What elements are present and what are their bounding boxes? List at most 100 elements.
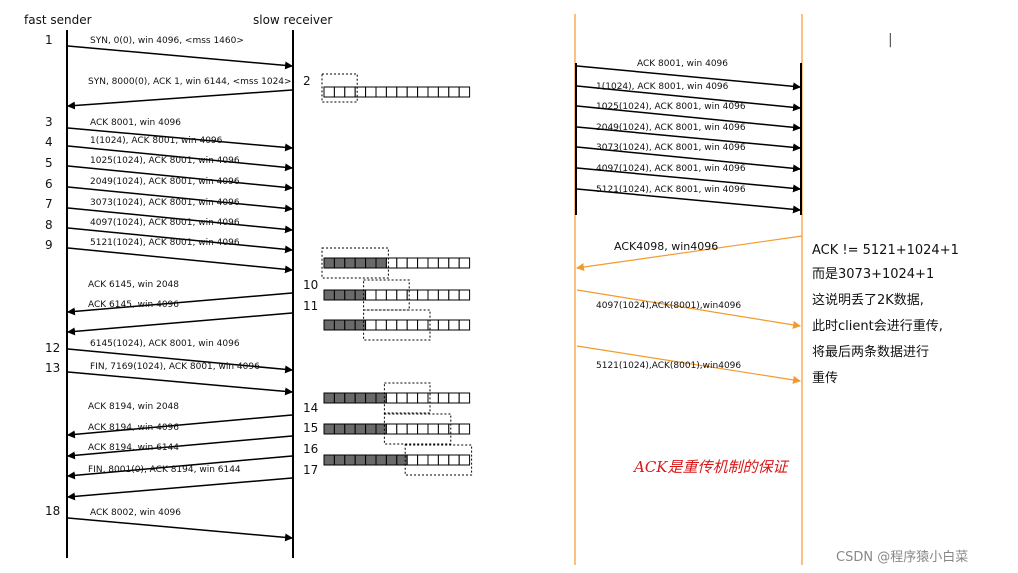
- buffer-cell: [365, 289, 377, 301]
- buffer-cell: [323, 289, 335, 301]
- buffer-cell: [354, 392, 367, 404]
- buffer-cell: [323, 392, 335, 404]
- buffer-cell: [448, 319, 460, 331]
- buffer-cell: [354, 454, 367, 466]
- buffer-cell: [458, 454, 471, 466]
- red-caption: ACK是重传机制的保证: [632, 458, 790, 476]
- step-number: 1: [45, 33, 53, 47]
- buffer-cell: [406, 257, 419, 269]
- segment-label: 1(1024), ACK 8001, win 4096: [90, 136, 223, 146]
- segment-label: ACK 8194, win 2048: [88, 402, 179, 412]
- buffer-cell: [406, 319, 419, 331]
- step-number: 7: [45, 197, 53, 211]
- note-line-4: 此时client会进行重传,: [812, 318, 943, 334]
- step-number: 12: [45, 341, 60, 355]
- buffer-cell: [365, 454, 377, 466]
- buffer-cell: [354, 257, 367, 269]
- buffer-cell: [344, 319, 356, 331]
- segment-label: 4097(1024), ACK 8001, win 4096: [90, 218, 240, 228]
- retransmit-arrow-2: [576, 345, 801, 384]
- segment-arrow: [67, 247, 293, 274]
- buffer-cell: [333, 86, 346, 98]
- buffer-cell: [427, 86, 439, 98]
- buffer-cell: [448, 86, 460, 98]
- buffer-cell: [323, 319, 335, 331]
- retransmit-label-2: 5121(1024),ACK(8001),win4096: [596, 361, 741, 371]
- buffer-cell: [417, 392, 429, 404]
- buffer-cell: [396, 289, 408, 301]
- segment-label: ACK 8194, win 6144: [88, 443, 179, 453]
- segment-arrow: [67, 186, 293, 213]
- buffer-cell: [344, 392, 356, 404]
- step-number: 13: [45, 361, 60, 375]
- buffer-cell: [323, 454, 335, 466]
- segment-label: SYN, 8000(0), ACK 1, win 6144, <mss 1024…: [88, 77, 292, 87]
- buffer-cell: [375, 257, 387, 269]
- buffer-cell: [333, 392, 346, 404]
- sender-title: fast sender: [24, 13, 92, 27]
- segment-arrow: [67, 165, 293, 192]
- note-line-6: 重传: [812, 370, 838, 386]
- window-outline: [404, 444, 473, 476]
- client-arrow: [576, 167, 801, 193]
- segment-arrow: [67, 227, 293, 254]
- buffer-cell: [406, 454, 419, 466]
- buffer-cell: [333, 319, 346, 331]
- buffer-cell: [458, 423, 471, 435]
- buffer-cell: [385, 392, 398, 404]
- segment-arrow: [67, 45, 293, 70]
- note-line-1: ACK != 5121+1024+1: [812, 243, 959, 258]
- window-outline: [321, 247, 389, 279]
- step-number: 17: [303, 463, 318, 477]
- segment-label: ACK 8002, win 4096: [90, 508, 181, 518]
- buffer-cell: [344, 423, 356, 435]
- buffer-cell: [385, 319, 398, 331]
- step-number: 2: [303, 74, 311, 88]
- buffer-cell: [385, 454, 398, 466]
- buffer-cell: [333, 454, 346, 466]
- buffer-cell: [437, 319, 450, 331]
- segment-label: 6145(1024), ACK 8001, win 4096: [90, 339, 240, 349]
- buffer-cell: [437, 289, 450, 301]
- step-number: 11: [303, 299, 318, 313]
- buffer-cell: [458, 392, 471, 404]
- buffer-cell: [365, 319, 377, 331]
- buffer-cell: [417, 454, 429, 466]
- buffer-cell: [417, 423, 429, 435]
- client-arrow-label: 1025(1024), ACK 8001, win 4096: [596, 102, 746, 112]
- step-number: 8: [45, 218, 53, 232]
- segment-arrow: [67, 435, 293, 460]
- buffer-cell: [437, 86, 450, 98]
- note-line-3: 这说明丢了2K数据,: [812, 292, 924, 308]
- buffer-cell: [427, 289, 439, 301]
- buffer-cell: [448, 454, 460, 466]
- buffer-cell: [458, 289, 471, 301]
- buffer-cell: [375, 319, 387, 331]
- buffer-cell: [437, 392, 450, 404]
- step-number: 15: [303, 421, 318, 435]
- step-number: 6: [45, 177, 53, 191]
- window-outline: [383, 413, 452, 445]
- segment-arrow: [67, 348, 293, 374]
- step-number: 4: [45, 135, 53, 149]
- buffer-cell: [437, 423, 450, 435]
- segment-arrow: [67, 371, 293, 396]
- buffer-cell: [365, 86, 377, 98]
- client-arrow-label: 2049(1024), ACK 8001, win 4096: [596, 123, 746, 133]
- segment-label: ACK 8001, win 4096: [90, 118, 181, 128]
- buffer-cell: [417, 289, 429, 301]
- buffer-cell: [385, 86, 398, 98]
- segment-label: 2049(1024), ACK 8001, win 4096: [90, 177, 240, 187]
- segment-label: ACK 8194, win 4096: [88, 423, 179, 433]
- buffer-cell: [333, 257, 346, 269]
- segment-label: ACK 6145, win 4096: [88, 300, 179, 310]
- client-arrow: [576, 146, 801, 173]
- buffer-cell: [375, 86, 387, 98]
- buffer-cell: [333, 423, 346, 435]
- segment-arrow: [67, 207, 293, 234]
- segment-arrow: [67, 455, 293, 480]
- segment-label: ACK 6145, win 2048: [88, 280, 179, 290]
- receiver-title: slow receiver: [253, 13, 332, 27]
